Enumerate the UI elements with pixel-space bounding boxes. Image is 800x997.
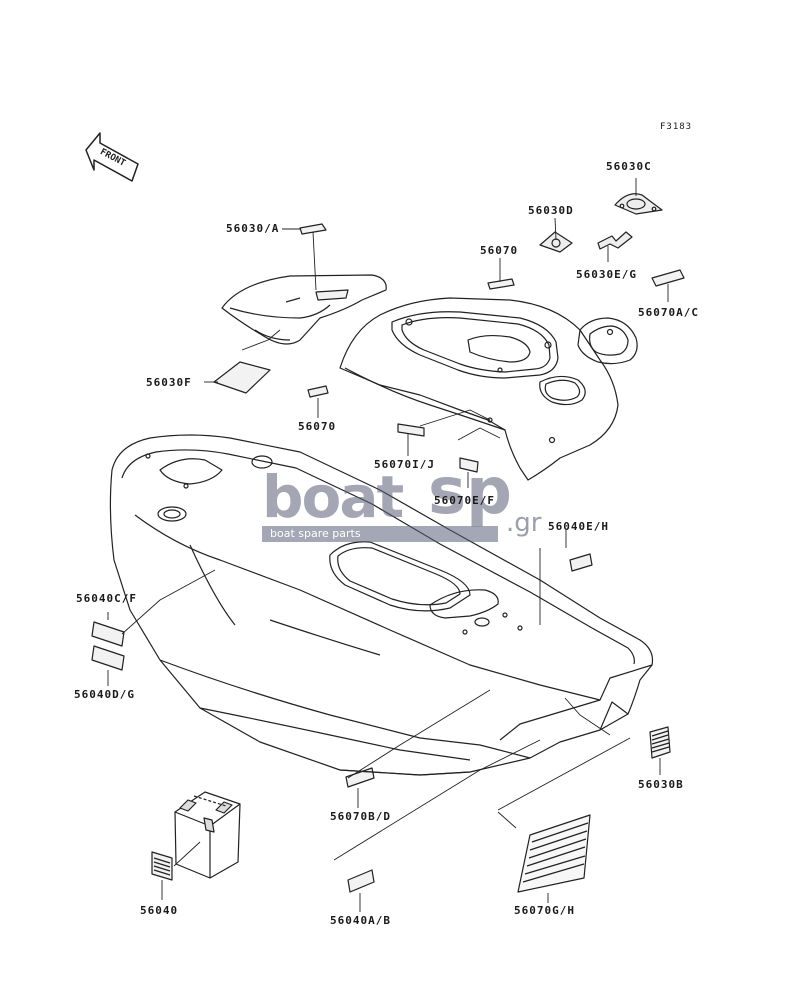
label-56070ac: 56070A/C xyxy=(638,306,699,319)
watermark-brand-sp: sp xyxy=(428,455,512,529)
decal-56070-top xyxy=(487,278,515,290)
decal-56040cf xyxy=(91,621,125,647)
label-56070bd: 56070B/D xyxy=(330,810,391,823)
label-56030a: 56030/A xyxy=(226,222,280,235)
decal-56070ef xyxy=(459,457,479,473)
label-56040dg: 56040D/G xyxy=(74,688,135,701)
label-56040cf: 56040C/F xyxy=(76,592,137,605)
watermark-tagline: boat spare parts xyxy=(262,526,498,542)
steering-cover-part xyxy=(577,317,638,365)
decal-56070gh xyxy=(517,814,591,893)
label-56040eh: 56040E/H xyxy=(548,520,609,533)
seat-part xyxy=(221,274,387,345)
label-56030f: 56030F xyxy=(146,376,192,389)
label-56070-top: 56070 xyxy=(480,244,519,257)
clip-56030eg xyxy=(597,231,633,250)
decal-56030f xyxy=(213,361,271,394)
hull-part xyxy=(109,434,654,776)
label-56030c: 56030C xyxy=(606,160,652,173)
decal-56040 xyxy=(151,851,173,881)
label-56030b: 56030B xyxy=(638,778,684,791)
label-56070ij: 56070I/J xyxy=(374,458,435,471)
decal-56030a xyxy=(299,223,327,235)
watermark-brand: boat xyxy=(262,463,404,531)
decal-56040ab xyxy=(347,869,375,893)
leader-lines xyxy=(107,178,669,912)
watermark-tld: .gr xyxy=(506,508,542,538)
decal-56070ij xyxy=(397,423,425,437)
decal-56030b xyxy=(649,726,671,759)
label-56070-mid: 56070 xyxy=(298,420,337,433)
label-56030d: 56030D xyxy=(528,204,574,217)
battery-part xyxy=(174,791,241,879)
bracket-56030c xyxy=(614,193,663,215)
decal-56040eh xyxy=(569,553,593,572)
decal-56070-mid xyxy=(307,385,329,398)
front-arrow-icon: FRONT xyxy=(85,132,139,182)
label-56040: 56040 xyxy=(140,904,179,917)
decal-56040dg xyxy=(91,645,125,671)
hood-assembly-part xyxy=(339,297,619,481)
label-56070ef: 56070E/F xyxy=(434,494,495,507)
label-56070gh: 56070G/H xyxy=(514,904,575,917)
figure-ref: F3183 xyxy=(660,122,693,132)
label-56040ab: 56040A/B xyxy=(330,914,391,927)
label-56030eg: 56030E/G xyxy=(576,268,637,281)
bracket-56030d xyxy=(539,231,573,253)
decal-56070ac xyxy=(651,269,685,287)
